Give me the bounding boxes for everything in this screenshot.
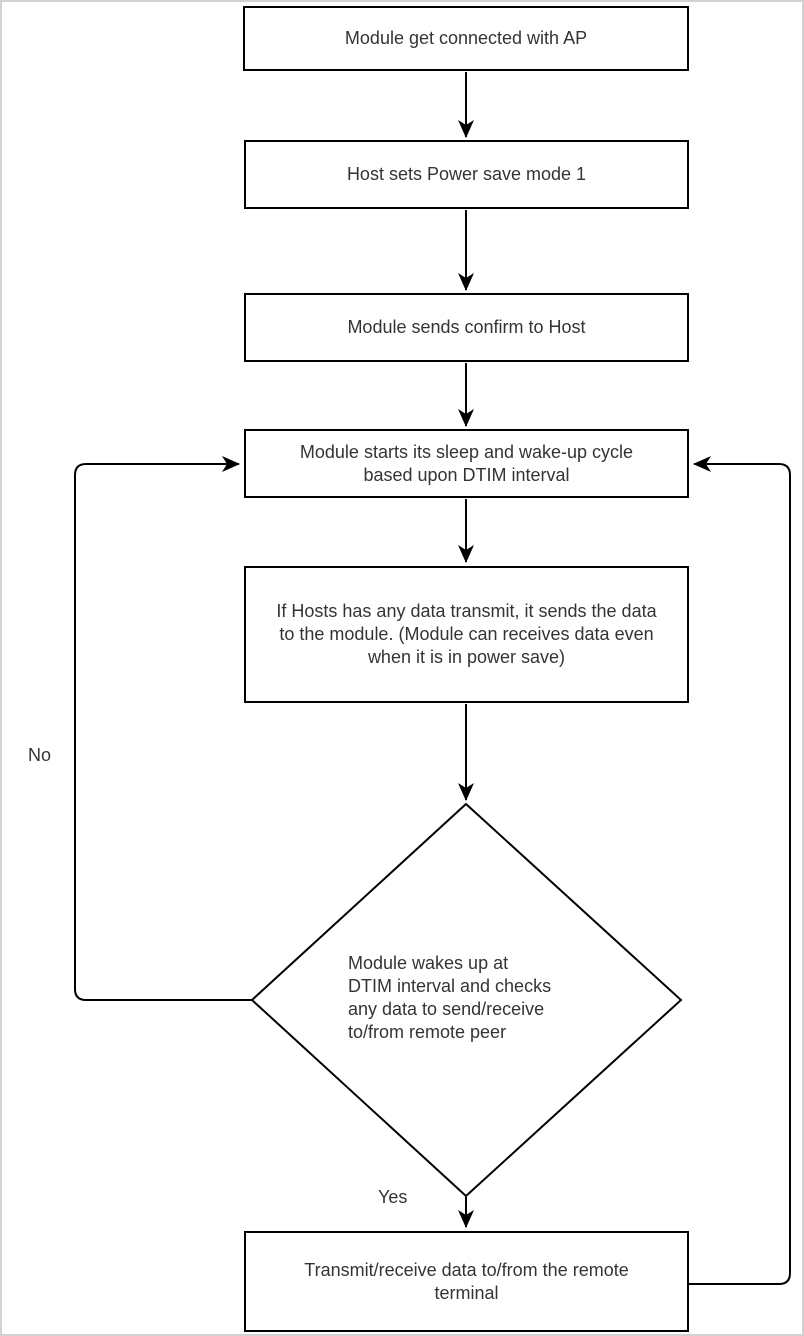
node-host-sets-power-save: Host sets Power save mode 1 <box>244 140 689 209</box>
node-connect-ap-label: Module get connected with AP <box>344 28 588 48</box>
node-module-confirm-label: Module sends confirm to Host <box>347 317 586 337</box>
edge-label-yes: Yes <box>378 1187 408 1207</box>
node-sleep-wakeup-cycle-label: Module starts its sleep and wake-up cycl… <box>299 441 634 485</box>
edge-decision-no-loop <box>74 456 252 1001</box>
node-host-data-transmit: If Hosts has any data transmit, it sends… <box>244 566 689 703</box>
edge-label-no: No <box>28 745 52 765</box>
decision-diamond <box>250 802 683 1198</box>
node-transmit-receive: Transmit/receive data to/from the remote… <box>244 1231 689 1332</box>
decision-diamond-label: Module wakes up at DTIM interval and che… <box>348 953 552 1042</box>
node-sleep-wakeup-cycle: Module starts its sleep and wake-up cycl… <box>244 429 689 498</box>
node-connect-ap: Module get connected with AP <box>243 6 689 71</box>
node-transmit-receive-label: Transmit/receive data to/from the remote… <box>304 1259 629 1303</box>
node-module-confirm: Module sends confirm to Host <box>244 293 689 362</box>
node-host-data-transmit-label: If Hosts has any data transmit, it sends… <box>276 601 657 667</box>
node-host-sets-power-save-label: Host sets Power save mode 1 <box>346 164 587 184</box>
edge-transmit-loop <box>689 456 791 1285</box>
